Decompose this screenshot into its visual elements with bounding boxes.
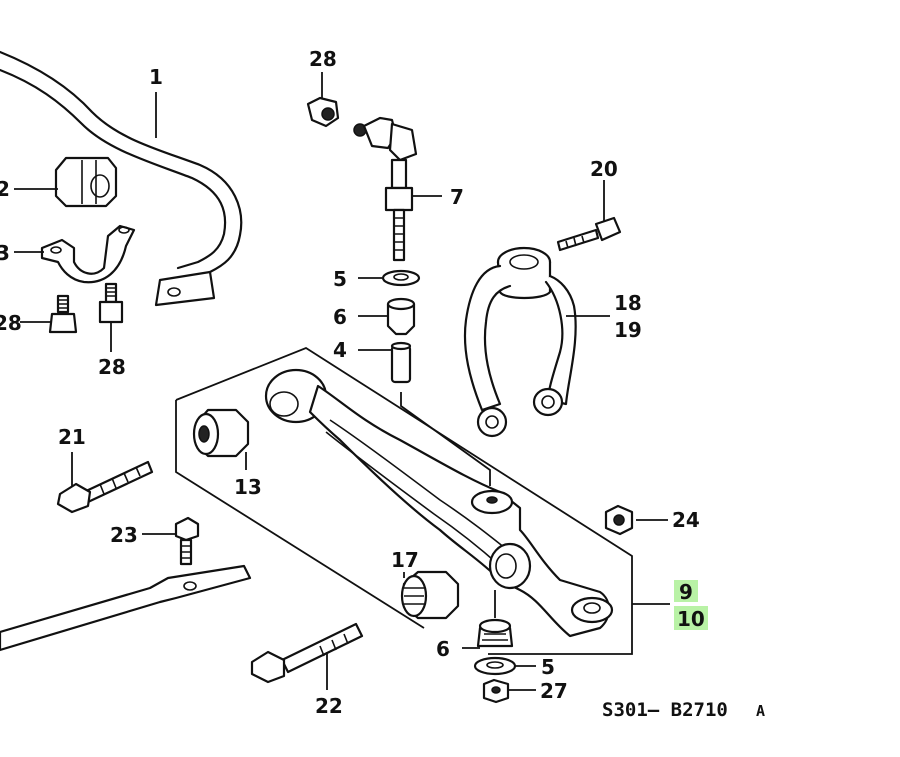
collar-4	[390, 341, 412, 384]
label-28-left: 28	[0, 311, 22, 335]
label-9-highlight	[674, 580, 698, 602]
label-21: 21	[58, 425, 86, 449]
label-20: 20	[590, 157, 618, 181]
label-5-top: 5	[333, 267, 347, 291]
stabilizer-link	[353, 116, 418, 262]
label-6-bottom: 6	[436, 637, 450, 661]
lower-control-arm	[264, 368, 614, 638]
label-18: 18	[614, 291, 642, 315]
label-5-bottom: 5	[541, 655, 555, 679]
label-19: 19	[614, 318, 642, 342]
label-24: 24	[672, 508, 700, 532]
bolt-22	[250, 622, 364, 684]
label-6-top: 6	[333, 305, 347, 329]
bolt-23	[174, 516, 200, 566]
bolt-21	[56, 460, 154, 514]
leader-lines	[14, 72, 670, 691]
stabilizer-bushing	[54, 156, 118, 208]
label-27: 27	[540, 679, 568, 703]
flange-bolt-28-mid	[98, 282, 124, 324]
label-3: 3	[0, 241, 10, 265]
radius-rod	[0, 564, 252, 652]
label-1: 1	[149, 65, 163, 89]
label-17: 17	[391, 548, 419, 572]
washer-5-top	[381, 269, 421, 287]
bushing-13	[192, 408, 250, 458]
label-7: 7	[450, 185, 464, 209]
lower-arm-assembly-frame	[175, 346, 633, 655]
label-9: 9	[679, 580, 693, 604]
bushing-6-top	[386, 297, 416, 336]
label-10-highlight	[674, 606, 708, 630]
nut-24	[604, 504, 634, 536]
diagram-code: S301— B2710	[602, 699, 728, 721]
diagram-code-suffix: A	[756, 702, 765, 720]
bushing-6-bottom	[476, 618, 514, 648]
bushing-17	[400, 570, 460, 620]
stabilizer-bar	[0, 50, 243, 307]
part-labels: 1 2 3 28 28 28 7 5 6 4 20 18 19 21 13 23…	[0, 47, 765, 721]
steering-knuckle	[463, 246, 577, 438]
nut-28-top	[306, 96, 340, 128]
label-28-mid: 28	[98, 355, 126, 379]
label-2: 2	[0, 177, 10, 201]
bolt-20	[556, 216, 622, 252]
label-23: 23	[110, 523, 138, 547]
flange-bolt-28-left	[48, 294, 78, 334]
label-13: 13	[234, 475, 262, 499]
washer-5-bottom	[473, 656, 517, 676]
label-22: 22	[315, 694, 343, 718]
nut-27	[482, 678, 510, 704]
label-10: 10	[677, 607, 705, 631]
label-4: 4	[333, 338, 347, 362]
label-28-top: 28	[309, 47, 337, 71]
stabilizer-holder	[40, 224, 136, 284]
